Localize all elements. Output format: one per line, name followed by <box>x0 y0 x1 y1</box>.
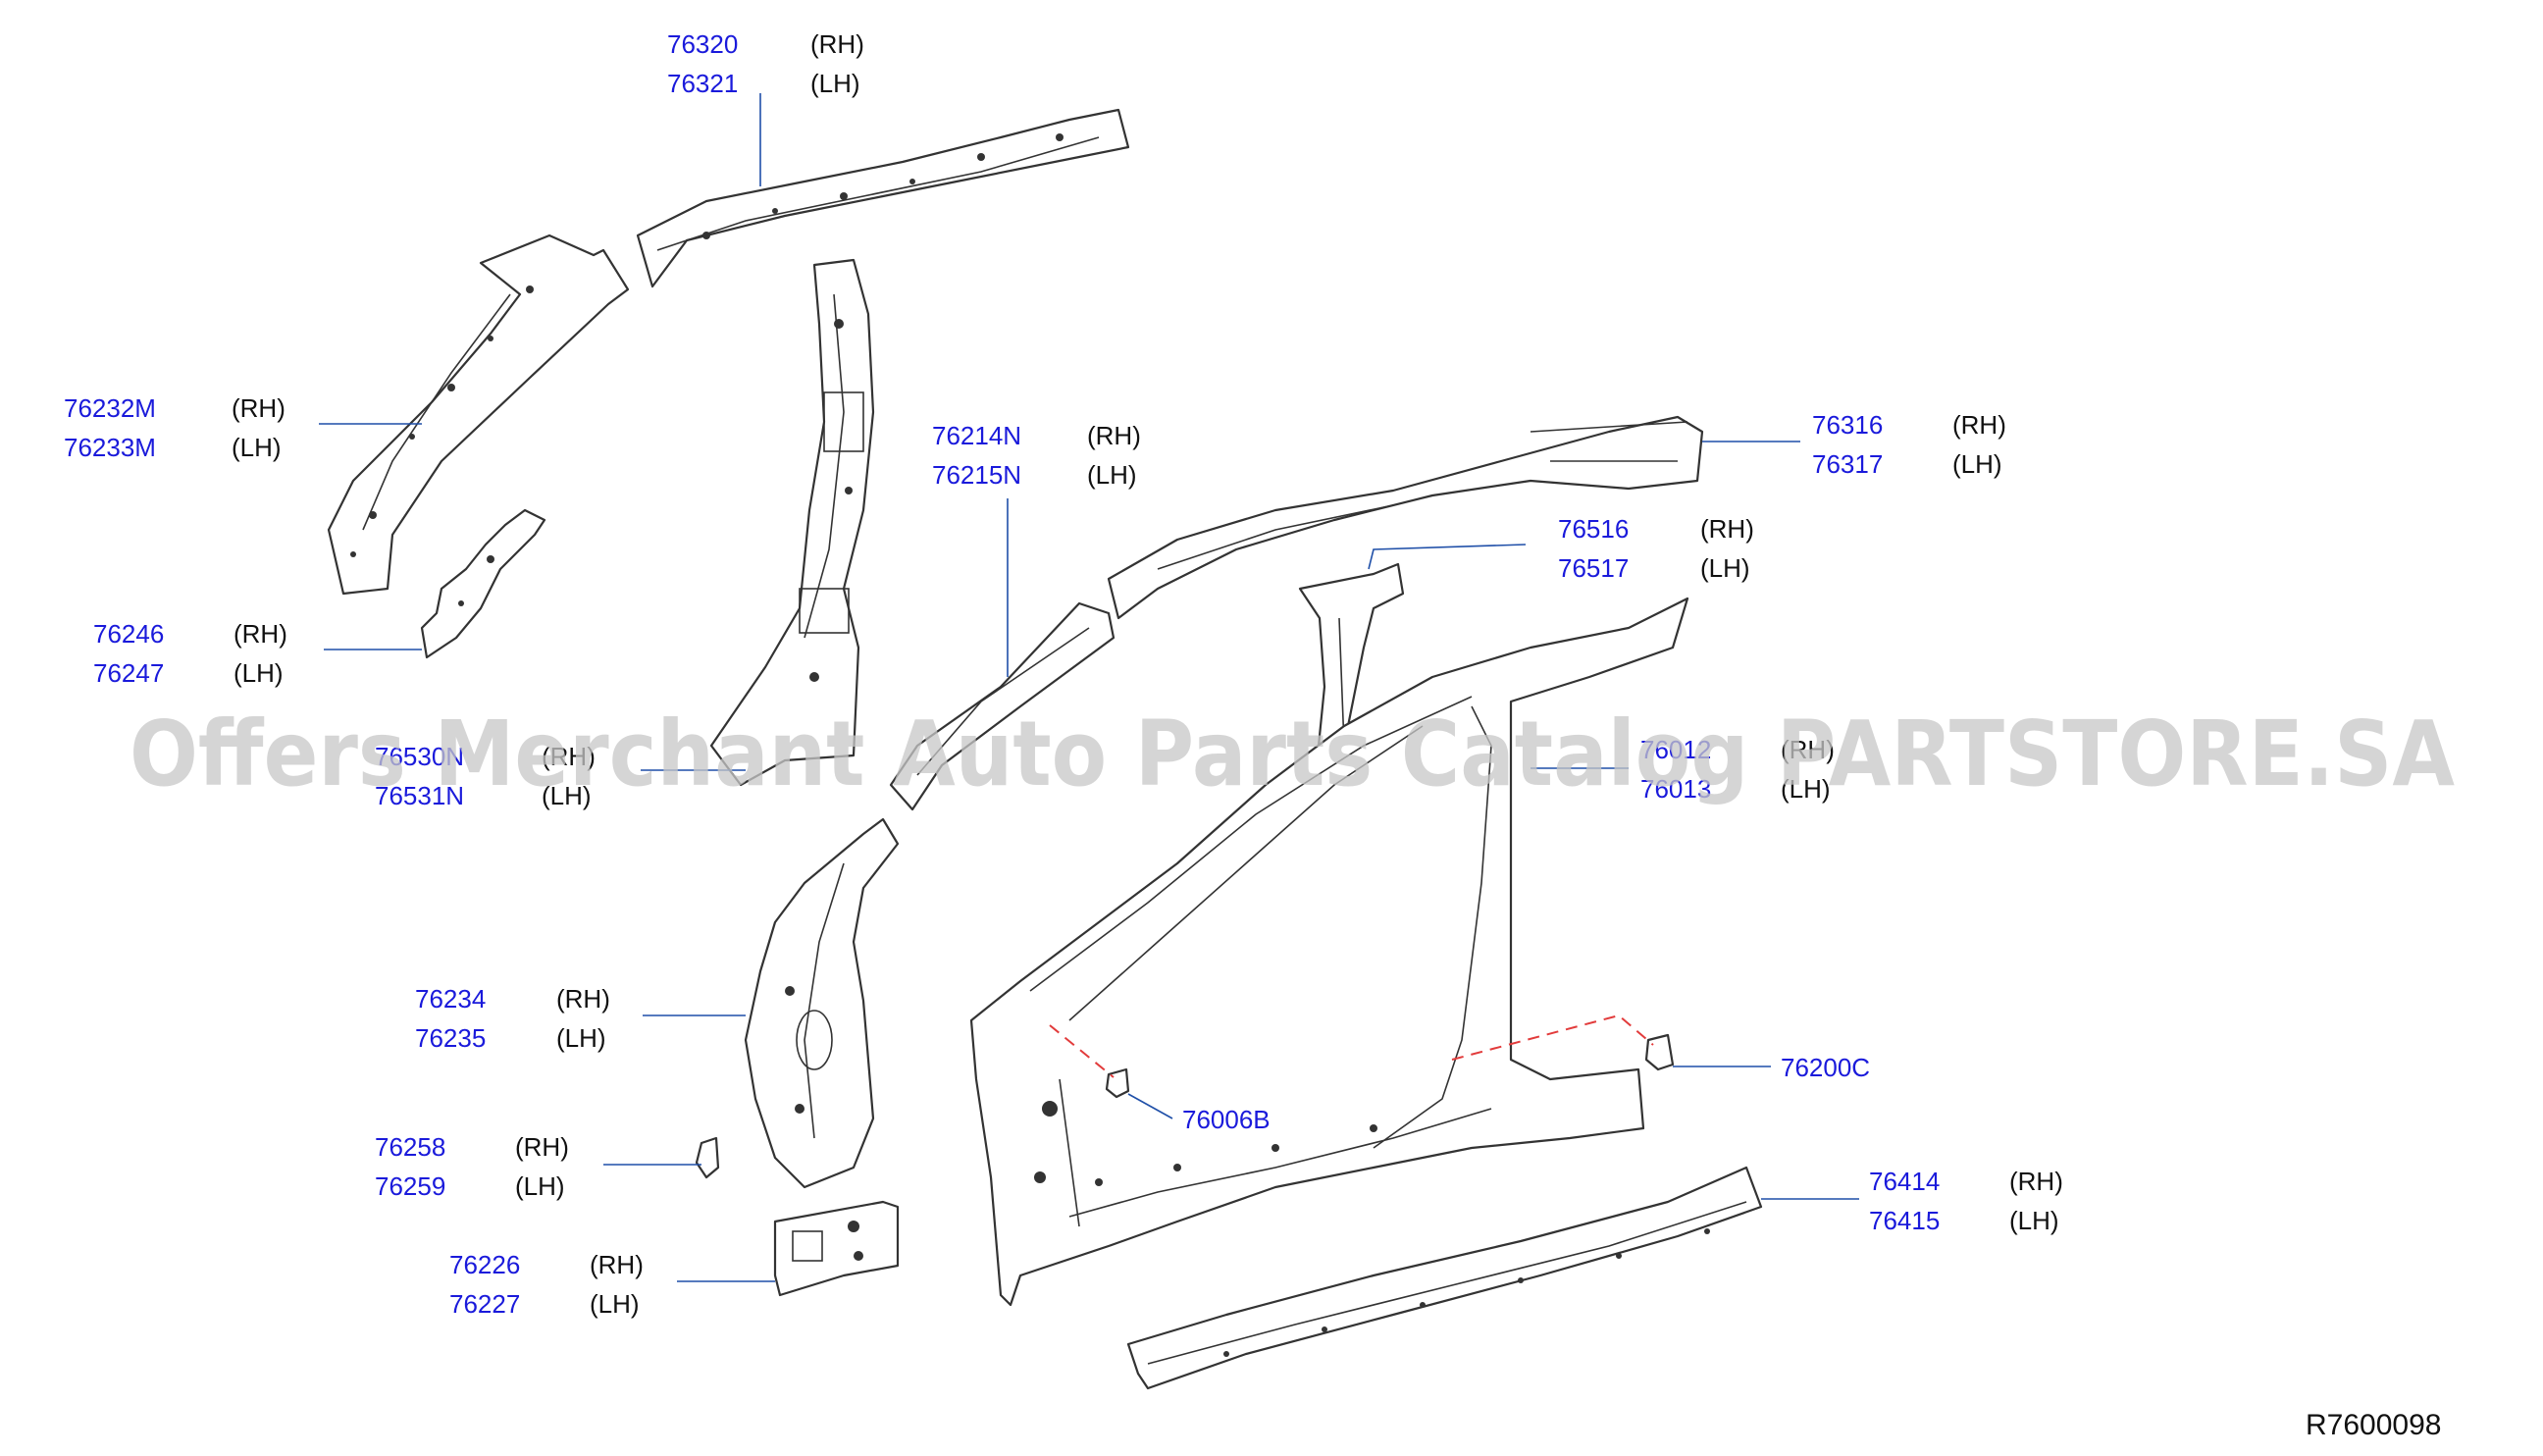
side-rh: (RH) <box>1087 421 1141 450</box>
part-76200C-clip <box>1644 1033 1675 1071</box>
part-76316-roof-rail-rear <box>1107 415 1704 620</box>
callout-76320: 76320 (RH) 76321 (LH) <box>667 29 864 98</box>
side-lh: (LH) <box>232 433 282 462</box>
part-76234-front-pillar-lower <box>744 817 900 1189</box>
clip-position-line <box>1451 1014 1654 1061</box>
side-lh: (LH) <box>1952 449 2002 479</box>
part-number-rh[interactable]: 76214N <box>932 421 1021 450</box>
side-rh: (RH) <box>2009 1167 2063 1196</box>
part-number-rh[interactable]: 76320 <box>667 29 738 59</box>
part-76006B-clip <box>1105 1067 1130 1099</box>
side-lh: (LH) <box>542 781 592 810</box>
part-76226-gusset-plate <box>773 1200 900 1297</box>
part-number-rh[interactable]: 76012 <box>1640 735 1711 764</box>
part-number-lh[interactable]: 76013 <box>1640 774 1711 804</box>
side-rh: (RH) <box>515 1132 569 1162</box>
part-number-rh[interactable]: 76226 <box>449 1250 520 1279</box>
part-number-lh[interactable]: 76317 <box>1812 449 1883 479</box>
callout-76530N: 76530N (RH) 76531N (LH) <box>375 742 596 810</box>
part-76232M-front-pillar-upper <box>327 234 630 596</box>
part-number-rh[interactable]: 76530N <box>375 742 464 771</box>
side-lh: (LH) <box>810 69 860 98</box>
part-number-rh[interactable]: 76234 <box>415 984 486 1014</box>
part-number-lh[interactable]: 76227 <box>449 1289 520 1319</box>
side-rh: (RH) <box>810 29 864 59</box>
side-lh: (LH) <box>234 658 284 688</box>
side-lh: (LH) <box>1087 460 1137 490</box>
part-76258-bracket <box>695 1136 720 1179</box>
clip-position-line <box>1049 1024 1115 1078</box>
callout-76214N: 76214N (RH) 76215N (LH) <box>932 421 1141 490</box>
callout-76258: 76258 (RH) 76259 (LH) <box>375 1132 569 1201</box>
part-76246-pillar-reinforcement <box>420 508 546 659</box>
callout-76226: 76226 (RH) 76227 (LH) <box>449 1250 644 1319</box>
callout-76316: 76316 (RH) 76317 (LH) <box>1812 410 2006 479</box>
side-lh: (LH) <box>556 1023 606 1053</box>
side-lh: (LH) <box>1781 774 1831 804</box>
part-76214N-brace <box>889 601 1116 811</box>
callout-76232M: 76232M (RH) 76233M (LH) <box>64 393 285 462</box>
part-body-side-outer <box>969 597 1689 1307</box>
side-lh: (LH) <box>1700 553 1750 583</box>
part-number-rh[interactable]: 76414 <box>1869 1167 1940 1196</box>
part-number-lh[interactable]: 76215N <box>932 460 1021 490</box>
part-number-lh[interactable]: 76235 <box>415 1023 486 1053</box>
part-number-rh[interactable]: 76246 <box>93 619 164 649</box>
part-76414-sill-outer <box>1126 1166 1763 1390</box>
side-rh: (RH) <box>556 984 610 1014</box>
side-lh: (LH) <box>515 1171 565 1201</box>
part-number-lh[interactable]: 76247 <box>93 658 164 688</box>
watermark: Offers Merchant Auto Parts Catalog PARTS… <box>130 702 2455 806</box>
callout-76246: 76246 (RH) 76247 (LH) <box>93 619 287 688</box>
part-center-pillar-inner <box>709 258 875 787</box>
part-number-lh[interactable]: 76531N <box>375 781 464 810</box>
callout-76234: 76234 (RH) 76235 (LH) <box>415 984 610 1053</box>
side-rh: (RH) <box>232 393 285 423</box>
part-number-76006B[interactable]: 76006B <box>1182 1105 1271 1134</box>
part-number-76200C[interactable]: 76200C <box>1781 1053 1870 1082</box>
side-rh: (RH) <box>590 1250 644 1279</box>
diagram-reference: R7600098 <box>2306 1409 2441 1441</box>
part-number-rh[interactable]: 76258 <box>375 1132 445 1162</box>
leader-lines <box>319 93 1859 1282</box>
side-rh: (RH) <box>1700 514 1754 544</box>
side-lh: (LH) <box>2009 1206 2059 1235</box>
side-rh: (RH) <box>542 742 596 771</box>
callout-76414: 76414 (RH) 76415 (LH) <box>1869 1167 2063 1235</box>
part-number-rh[interactable]: 76316 <box>1812 410 1883 440</box>
callout-76516: 76516 (RH) 76517 (LH) <box>1558 514 1754 583</box>
part-number-rh[interactable]: 76232M <box>64 393 156 423</box>
side-rh: (RH) <box>1952 410 2006 440</box>
callout-76012: 76012 (RH) 76013 (LH) <box>1640 735 1835 804</box>
side-rh: (RH) <box>234 619 287 649</box>
part-number-lh[interactable]: 76233M <box>64 433 156 462</box>
side-lh: (LH) <box>590 1289 640 1319</box>
part-number-lh[interactable]: 76321 <box>667 69 738 98</box>
part-number-lh[interactable]: 76517 <box>1558 553 1629 583</box>
part-number-rh[interactable]: 76516 <box>1558 514 1629 544</box>
part-76320-roof-side-rail <box>636 108 1130 288</box>
part-number-lh[interactable]: 76415 <box>1869 1206 1940 1235</box>
side-rh: (RH) <box>1781 735 1835 764</box>
part-number-lh[interactable]: 76259 <box>375 1171 445 1201</box>
